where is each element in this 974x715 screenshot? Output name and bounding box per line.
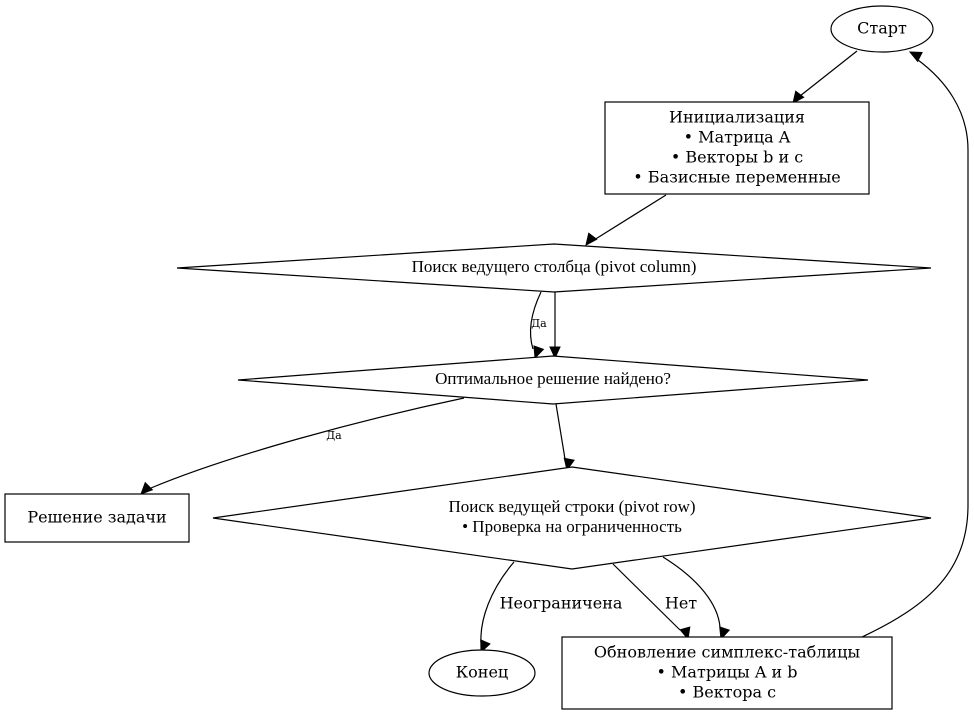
node-label-line: Обновление симплекс-таблицы <box>594 643 860 662</box>
arrowhead-icon <box>480 639 491 654</box>
arrowhead-icon <box>719 626 731 641</box>
diamond-shape <box>212 466 932 570</box>
edges-layer <box>140 50 969 654</box>
edge-line <box>480 561 515 643</box>
node-update[interactable]: Обновление симплекс-таблицы• Матрицы A и… <box>561 636 893 710</box>
edge-label: Да <box>326 429 342 442</box>
diamond-shape <box>176 243 932 293</box>
edge-label: Да <box>531 317 547 330</box>
node-label-line: Поиск ведущей строки (pivot row) <box>448 497 695 516</box>
edge-pivot_col-to-optimal <box>549 292 561 360</box>
node-label-line: Оптимальное решение найдено? <box>435 369 671 388</box>
node-label-line: Старт <box>857 19 907 38</box>
edge-line <box>555 403 566 460</box>
edge-optimal-to-pivot_row <box>555 403 575 472</box>
edge-line <box>593 194 667 241</box>
node-label-line: Конец <box>456 663 508 682</box>
diamond-shape <box>237 355 869 405</box>
edge-line <box>662 556 721 628</box>
edge-pivot_row-to-update <box>662 556 731 641</box>
node-label-line: • Матрица A <box>684 128 791 147</box>
arrowhead-icon <box>533 345 545 360</box>
node-end[interactable]: Конец <box>428 649 536 697</box>
edge-line <box>612 563 681 631</box>
box-shape <box>604 101 870 195</box>
arrowhead-icon <box>679 626 691 641</box>
edge-optimal-to-solution <box>140 397 465 495</box>
edge-start-to-init <box>792 50 858 104</box>
edge-line <box>150 397 465 489</box>
arrowhead-icon <box>585 232 598 246</box>
edge-init-to-pivot_col <box>585 194 667 246</box>
node-start[interactable]: Старт <box>830 5 934 53</box>
node-label-line: Решение задачи <box>27 508 166 527</box>
arrowhead-icon <box>549 346 561 360</box>
node-label-line: Поиск ведущего столбца (pivot column) <box>412 257 697 276</box>
ellipse-shape <box>830 5 934 53</box>
arrowhead-icon <box>792 90 805 104</box>
node-optimal[interactable]: Оптимальное решение найдено? <box>237 355 869 405</box>
node-label-line: • Проверка на ограниченность <box>462 517 682 536</box>
node-label-line: • Векторы b и c <box>671 148 803 167</box>
box-shape <box>4 493 190 543</box>
arrowhead-icon <box>563 457 575 472</box>
ellipse-shape <box>428 649 536 697</box>
edge-update-to-start <box>861 51 969 638</box>
node-init[interactable]: Инициализация• Матрица A• Векторы b и c•… <box>604 101 870 195</box>
edge-line <box>799 50 858 97</box>
node-label-line: • Вектора c <box>678 683 776 702</box>
arrowhead-icon <box>908 51 923 63</box>
edge-label: Неограничена <box>500 594 623 613</box>
box-shape <box>561 636 893 710</box>
node-solution[interactable]: Решение задачи <box>4 493 190 543</box>
edge-label: Нет <box>665 594 697 613</box>
node-label-line: • Матрицы A и b <box>657 663 798 682</box>
edge-pivot_row-to-update <box>612 563 691 641</box>
edge-line <box>861 59 969 638</box>
node-pivot-row[interactable]: Поиск ведущей строки (pivot row)• Провер… <box>212 466 932 570</box>
node-pivot-col[interactable]: Поиск ведущего столбца (pivot column) <box>176 243 932 293</box>
edge-line <box>529 291 542 350</box>
edge-pivot_col-to-optimal <box>529 291 545 360</box>
node-label-line: Инициализация <box>669 108 805 127</box>
arrowhead-icon <box>140 481 154 495</box>
node-label-line: • Базисные переменные <box>633 168 840 187</box>
edge-pivot_row-to-end <box>480 561 515 654</box>
